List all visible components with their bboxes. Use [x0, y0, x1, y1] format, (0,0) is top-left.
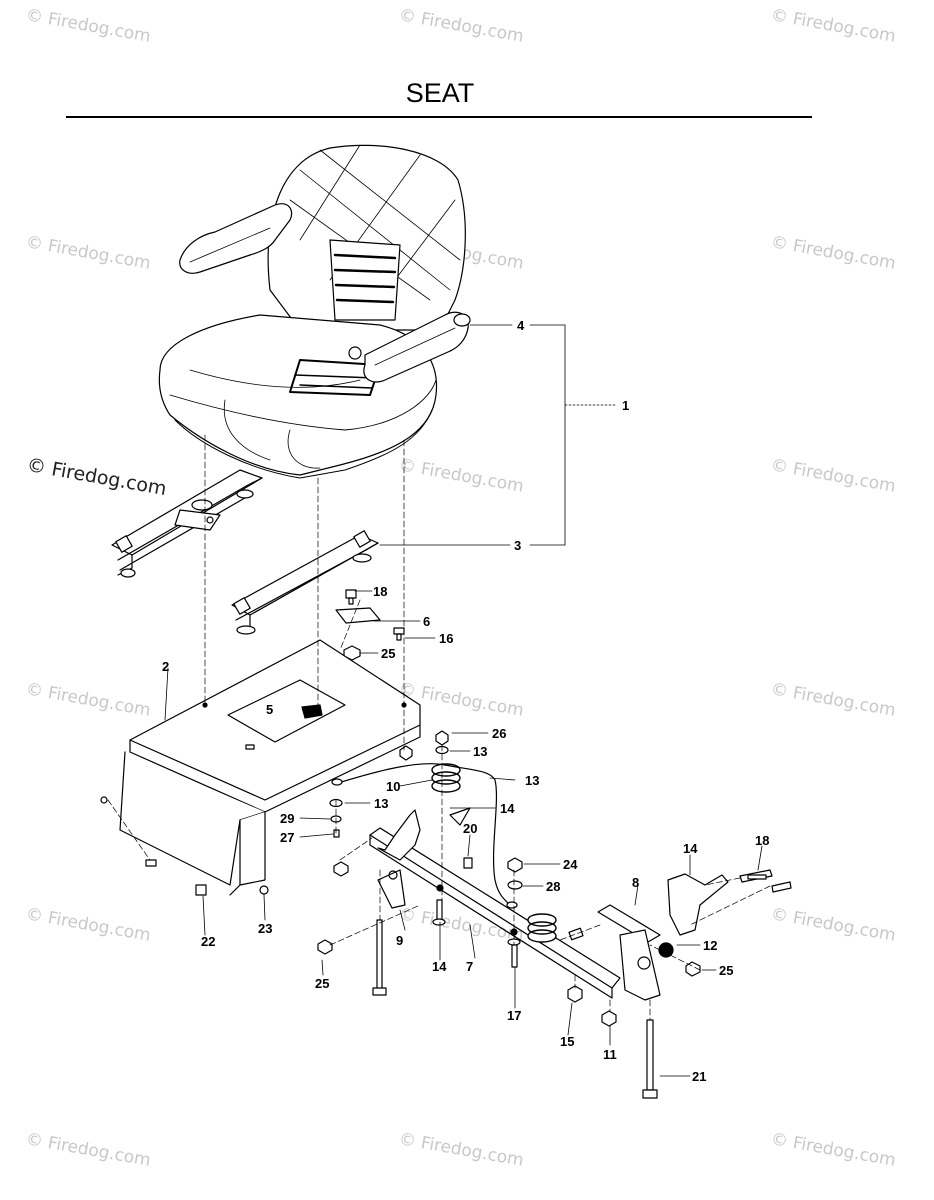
- callout-22: 22: [201, 934, 216, 949]
- plate-8: [568, 904, 701, 1001]
- seat-pan: [119, 639, 421, 896]
- pivot-bar: [369, 809, 621, 999]
- callout-28: 28: [546, 879, 561, 894]
- callout-leaders: [164, 324, 763, 1077]
- callout-3: 3: [514, 538, 522, 553]
- callout-25: 25: [315, 976, 330, 991]
- callout-14: 14: [500, 801, 515, 816]
- callout-6: 6: [423, 614, 431, 629]
- page-title: SEAT: [405, 78, 475, 108]
- right-seat-rail: [231, 530, 379, 635]
- bolts: [100, 730, 767, 1099]
- callout-7: 7: [466, 959, 474, 974]
- bracket-14-upper: [449, 807, 471, 826]
- cable: [331, 763, 518, 909]
- callout-21: 21: [692, 1069, 707, 1084]
- callout-5: 5: [266, 702, 274, 717]
- callout-17: 17: [507, 1008, 522, 1023]
- callout-23: 23: [258, 921, 273, 936]
- left-seat-rail: [111, 469, 263, 578]
- callout-2: 2: [162, 659, 170, 674]
- callout-18: 18: [755, 833, 770, 848]
- callout-14: 14: [683, 841, 698, 856]
- callout-13: 13: [473, 744, 488, 759]
- title-rule: [66, 116, 812, 118]
- callout-10: 10: [386, 779, 401, 794]
- callout-13: 13: [525, 773, 540, 788]
- callout-25: 25: [381, 646, 396, 661]
- callout-1: 1: [622, 398, 630, 413]
- callout-4: 4: [517, 318, 525, 333]
- springs: [431, 763, 557, 943]
- callout-24: 24: [563, 857, 578, 872]
- callout-8: 8: [632, 875, 640, 890]
- callout-20: 20: [463, 821, 478, 836]
- callout-11: 11: [603, 1047, 617, 1062]
- callout-15: 15: [560, 1034, 575, 1049]
- seat-illustration: [158, 144, 471, 479]
- callout-12: 12: [703, 938, 718, 953]
- small-hardware-top: [335, 589, 405, 661]
- callout-16: 16: [439, 631, 454, 646]
- callout-26: 26: [492, 726, 507, 741]
- callout-13: 13: [374, 796, 389, 811]
- callout-14: 14: [432, 959, 447, 974]
- callout-9: 9: [396, 933, 404, 948]
- callout-25: 25: [719, 963, 734, 978]
- leader-lines: [107, 434, 771, 1021]
- callout-29: 29: [280, 811, 295, 826]
- callout-27: 27: [280, 830, 295, 845]
- callout-18: 18: [373, 584, 388, 599]
